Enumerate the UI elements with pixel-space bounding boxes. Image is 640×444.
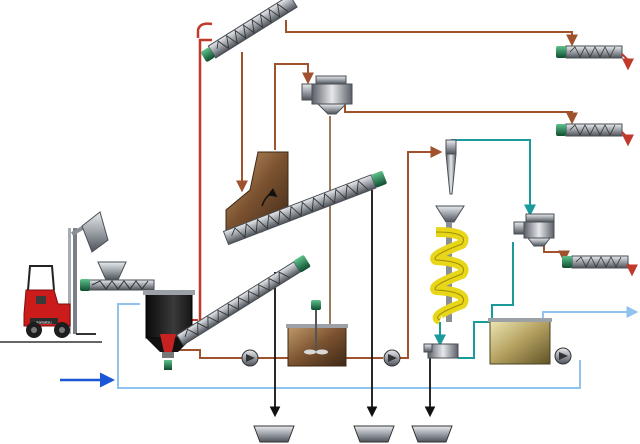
red-return-line	[198, 38, 212, 322]
pump-1	[241, 349, 259, 367]
collection-tank	[488, 318, 552, 365]
vibrating-sieve-2	[423, 343, 459, 359]
line-sieve1-to-discharge2	[344, 100, 578, 125]
pump-3	[554, 347, 572, 365]
screw-conveyor-1	[176, 255, 311, 346]
pump-2	[383, 349, 401, 367]
water-feed-to-tank	[117, 303, 140, 308]
motor-icon	[80, 279, 90, 291]
waste-bin-3	[411, 425, 453, 443]
motor-icon	[164, 360, 172, 370]
slurry-lines	[168, 20, 578, 359]
water-lines	[117, 303, 639, 389]
forklift: kamatsu	[0, 228, 102, 343]
line-tank-to-pump	[168, 349, 242, 359]
spiral-separator	[430, 205, 469, 325]
vibrating-sieve-3	[513, 213, 555, 247]
vibrating-sieve-1	[301, 75, 353, 115]
settling-tank	[286, 300, 348, 367]
line-sieve3-to-tank	[491, 242, 514, 320]
screw-discharger-2	[556, 123, 634, 147]
waste-lines	[269, 190, 436, 418]
cyclone	[445, 139, 457, 195]
line-hopper2-up	[274, 63, 314, 150]
motor-icon	[311, 300, 321, 310]
screw-discharger-1	[556, 45, 634, 71]
screw-conveyor-2	[222, 171, 387, 246]
line-top-to-discharge1	[285, 20, 578, 47]
water-loop-line	[117, 308, 581, 389]
line-sieve2-to-tank	[458, 321, 492, 359]
line-cyclone-to-sieve3	[451, 139, 536, 217]
screw-conveyor-top	[201, 0, 298, 62]
line-pump2-to-cyclone	[400, 146, 443, 359]
red-uptick	[196, 22, 213, 38]
bag-tipper	[70, 211, 109, 253]
water-outlet-line	[542, 306, 639, 330]
line-sieve3-to-discharge3	[543, 242, 570, 263]
feed-hopper	[80, 261, 155, 291]
forklift-badge: kamatsu	[36, 320, 51, 325]
waste-bin-1	[253, 425, 295, 443]
waste-bin-2	[353, 425, 395, 443]
screw-discharger-3	[562, 255, 638, 277]
